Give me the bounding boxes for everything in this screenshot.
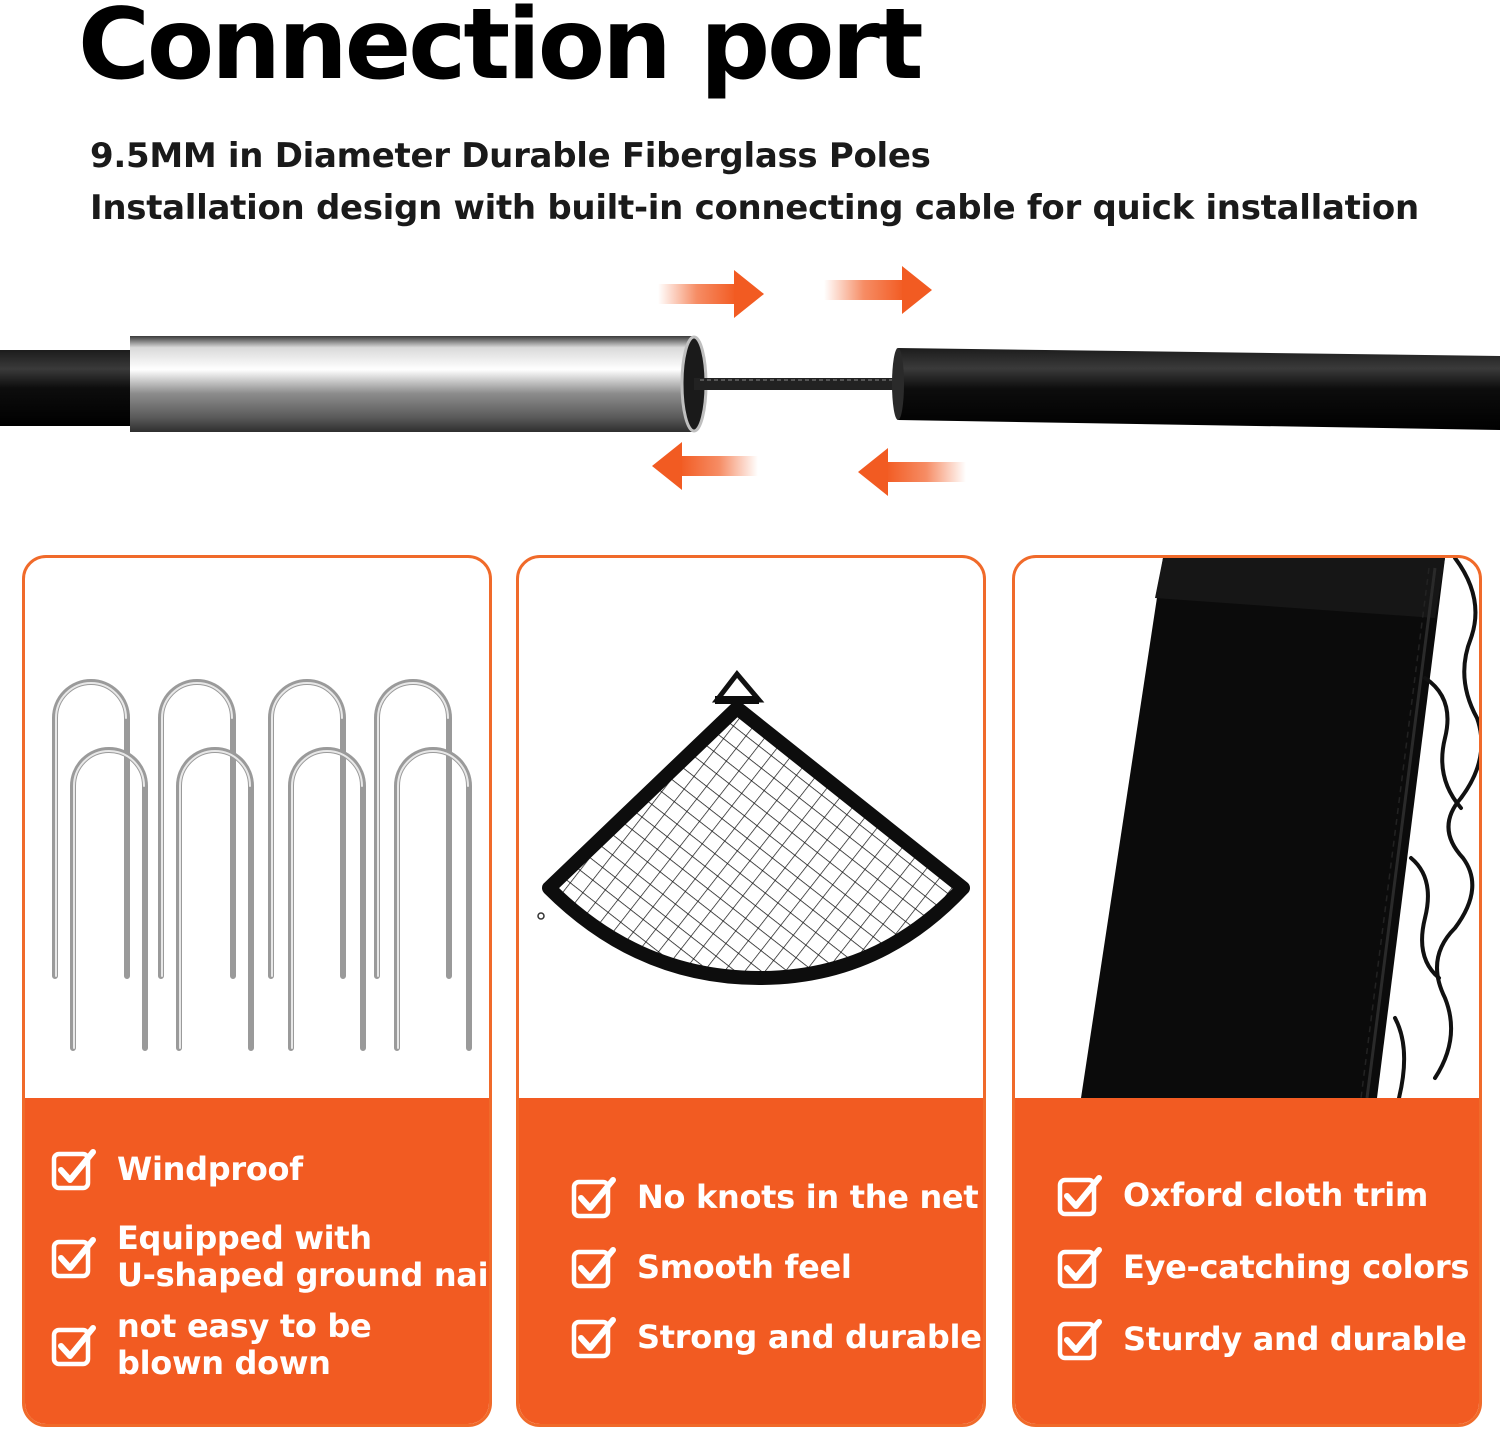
feature-item: No knots in the net bbox=[571, 1174, 979, 1220]
checkbox-check-icon bbox=[571, 1314, 617, 1360]
metal-ferrule bbox=[130, 336, 695, 432]
arrow-left-icon bbox=[858, 448, 966, 496]
feature-text-line: blown down bbox=[117, 1343, 331, 1382]
feature-text: Windproof bbox=[117, 1149, 303, 1188]
feature-text: No knots in the net bbox=[637, 1177, 979, 1216]
arrow-right-icon bbox=[658, 270, 764, 318]
feature-card-target-net: No knots in the net Smooth feel Strong a… bbox=[516, 555, 986, 1427]
checkbox-check-icon bbox=[571, 1174, 617, 1220]
checkbox-check-icon bbox=[571, 1244, 617, 1290]
checkbox-check-icon bbox=[1057, 1316, 1103, 1362]
target-net-image bbox=[537, 670, 970, 985]
feature-item: Sturdy and durable bbox=[1057, 1316, 1467, 1362]
feature-text: Strong and durable bbox=[637, 1317, 982, 1356]
feature-text: Oxford cloth trim bbox=[1123, 1175, 1429, 1214]
page-title: Connection port bbox=[78, 0, 924, 102]
feature-item: Strong and durable bbox=[571, 1314, 982, 1360]
checkbox-check-icon bbox=[1057, 1172, 1103, 1218]
feature-text-line: not easy to be bbox=[117, 1307, 372, 1345]
feature-item: Oxford cloth trim bbox=[1057, 1172, 1428, 1218]
left-pole bbox=[0, 350, 140, 426]
feature-band bbox=[25, 1098, 489, 1424]
ground-nails-image bbox=[52, 679, 472, 1051]
feature-text-line: U-shaped ground nails bbox=[117, 1255, 492, 1294]
subtitle-diameter: 9.5MM in Diameter Durable Fiberglass Pol… bbox=[90, 136, 931, 176]
arrow-right-icon bbox=[824, 266, 932, 314]
feature-text: Smooth feel bbox=[637, 1247, 852, 1286]
feature-text: Eye-catching colors bbox=[1123, 1247, 1470, 1286]
feature-item: Equipped with U-shaped ground nails bbox=[51, 1219, 492, 1294]
feature-card-oxford-cloth: Oxford cloth trim Eye-catching colors St… bbox=[1012, 555, 1482, 1427]
feature-item: Smooth feel bbox=[571, 1244, 852, 1290]
feature-card-ground-nails: Windproof Equipped with U-shaped ground … bbox=[22, 555, 492, 1427]
checkbox-check-icon bbox=[51, 1322, 97, 1368]
oxford-cloth-image bbox=[1081, 558, 1479, 1098]
checkbox-check-icon bbox=[1057, 1244, 1103, 1290]
feature-item: not easy to be blown down bbox=[51, 1307, 372, 1382]
checkbox-check-icon bbox=[51, 1234, 97, 1280]
feature-item: Windproof bbox=[51, 1146, 303, 1192]
checkbox-check-icon bbox=[51, 1146, 97, 1192]
pole-connection-illustration bbox=[0, 266, 1500, 496]
feature-text: Sturdy and durable bbox=[1123, 1319, 1467, 1358]
right-pole bbox=[898, 348, 1500, 430]
subtitle-installation: Installation design with built-in connec… bbox=[90, 188, 1419, 228]
arrow-left-icon bbox=[652, 442, 758, 490]
feature-item: Eye-catching colors bbox=[1057, 1244, 1469, 1290]
feature-band bbox=[519, 1098, 983, 1424]
feature-text-line: Equipped with bbox=[117, 1219, 372, 1257]
